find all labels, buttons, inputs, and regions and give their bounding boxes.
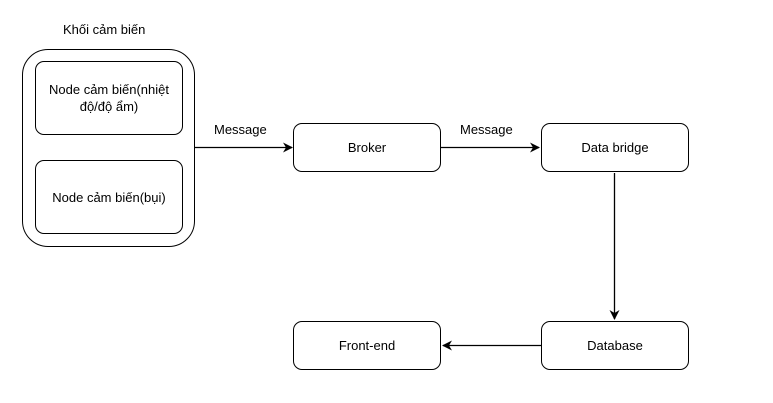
sensor-node-dust[interactable]: Node cảm biến(bụi): [35, 160, 183, 234]
edge-label-sensors-to-broker: Message: [214, 122, 267, 137]
data-bridge-box[interactable]: Data bridge: [541, 123, 689, 172]
broker-box[interactable]: Broker: [293, 123, 441, 172]
edge-label-broker-to-bridge: Message: [460, 122, 513, 137]
sensor-node-temperature-humidity[interactable]: Node cảm biến(nhiệt độ/độ ẩm): [35, 61, 183, 135]
database-label: Database: [587, 338, 643, 353]
data-bridge-label: Data bridge: [581, 140, 649, 155]
front-end-box[interactable]: Front-end: [293, 321, 441, 370]
front-end-label: Front-end: [338, 338, 396, 353]
database-box[interactable]: Database: [541, 321, 689, 370]
broker-label: Broker: [347, 140, 387, 155]
sensor-node-temperature-humidity-label: Node cảm biến(nhiệt độ/độ ẩm): [49, 82, 169, 114]
sensor-group-title: Khối cảm biến: [63, 22, 146, 37]
sensor-node-dust-label: Node cảm biến(bụi): [52, 189, 166, 205]
